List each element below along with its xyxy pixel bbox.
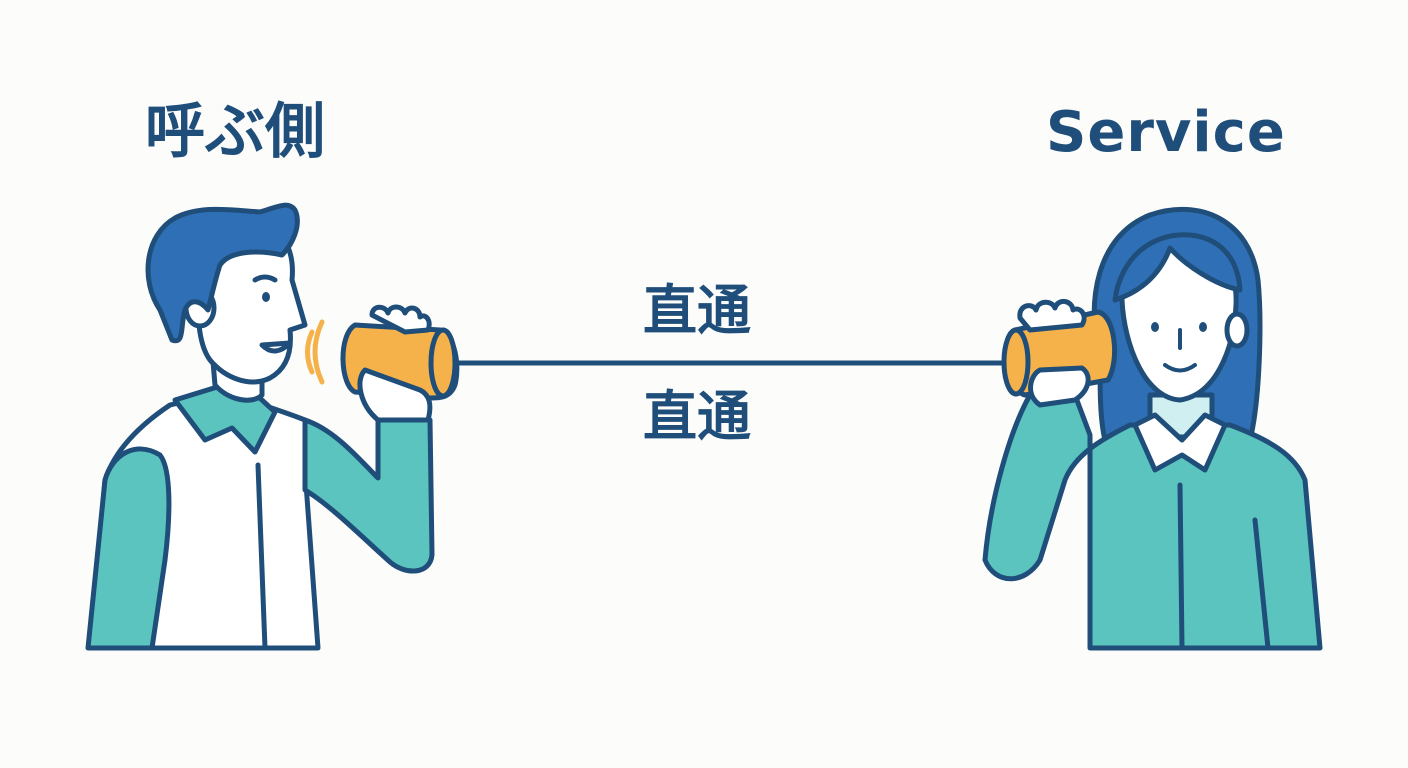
man-speaking-icon [85,202,435,651]
man-mouth [259,340,293,354]
service-label: Service [1046,100,1286,165]
connection-label-top: 直通 [643,279,751,342]
left-tin-can [340,304,460,423]
woman-shirt [982,392,1323,651]
woman-collar [1132,412,1228,473]
man-hand [369,304,432,335]
woman-listening-icon [982,206,1323,651]
connection-label-bottom: 直通 [643,385,751,448]
woman-hand [1017,299,1087,333]
man-left-sleeve [85,446,172,651]
man-right-arm [302,417,435,574]
man-hair [145,202,300,344]
woman-hair-fringe [1112,232,1243,303]
sound-waves-icon [305,319,325,385]
caller-label: 呼ぶ側 [145,97,325,167]
right-tin-can [1001,299,1118,408]
